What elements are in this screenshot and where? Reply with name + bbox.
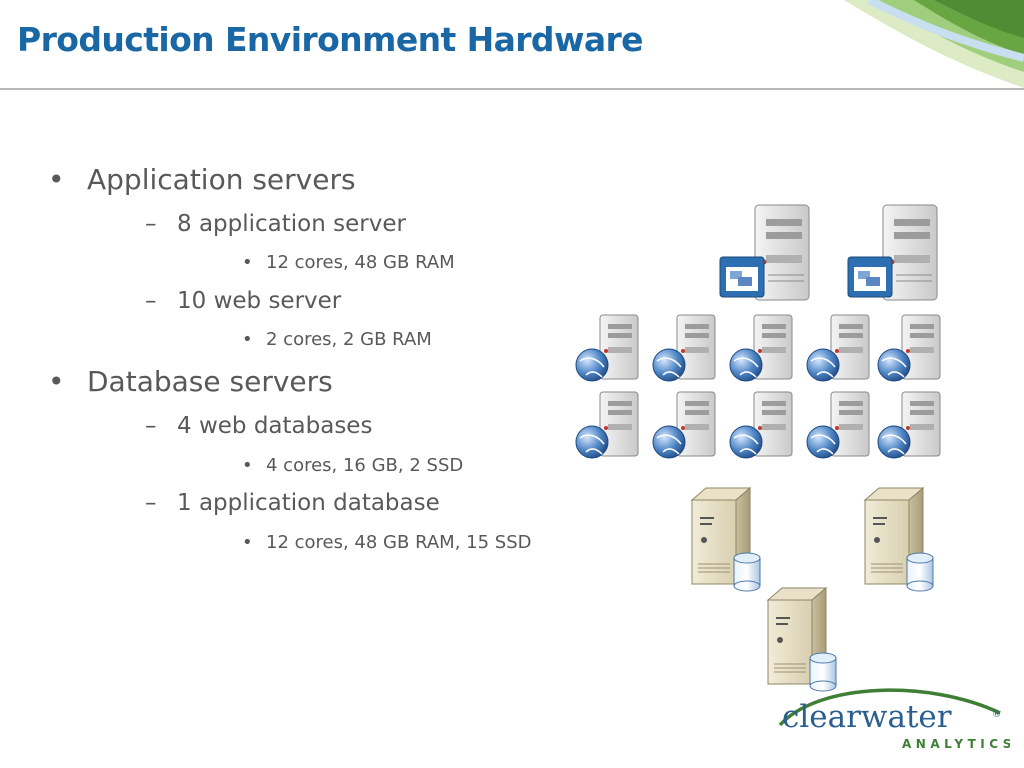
database-server-icon xyxy=(690,486,761,592)
web-server-icon xyxy=(729,314,793,382)
web-server-icon xyxy=(652,314,716,382)
slide-title: Production Environment Hardware xyxy=(17,20,644,59)
web-server-icon xyxy=(729,391,793,459)
outline-item-1-application-database: 1 application database xyxy=(177,490,440,516)
outline-item-10-web-server: 10 web server xyxy=(177,288,342,314)
level1-bullet: • xyxy=(48,365,65,398)
svg-text:®: ® xyxy=(992,710,1001,720)
database-server-icon xyxy=(863,486,934,592)
level3-bullet: • xyxy=(242,252,253,273)
outline-item-app-server-spec: 12 cores, 48 GB RAM xyxy=(266,252,455,273)
level3-bullet: • xyxy=(242,455,253,476)
web-server-icon xyxy=(652,391,716,459)
outline-item-8-application-server: 8 application server xyxy=(177,211,406,237)
outline-item-web-db-spec: 4 cores, 16 GB, 2 SSD xyxy=(266,455,464,476)
application-server-icon xyxy=(719,204,810,301)
level3-bullet: • xyxy=(242,329,253,350)
title-divider xyxy=(0,88,1024,90)
svg-text:clearwater: clearwater xyxy=(782,699,952,735)
level1-bullet: • xyxy=(48,163,65,196)
outline-item-app-db-spec: 12 cores, 48 GB RAM, 15 SSD xyxy=(266,532,532,553)
database-server-icon xyxy=(766,586,837,692)
level2-dash: – xyxy=(145,211,157,237)
server-illustration xyxy=(575,204,941,692)
web-server-icon xyxy=(806,314,870,382)
level2-dash: – xyxy=(145,288,157,314)
web-server-icon xyxy=(575,391,639,459)
svg-text:ANALYTICS: ANALYTICS xyxy=(902,737,1010,751)
outline-item-database-servers: Database servers xyxy=(87,365,333,398)
level2-dash: – xyxy=(145,413,157,439)
level2-dash: – xyxy=(145,490,157,516)
level3-bullet: • xyxy=(242,532,253,553)
clearwater-analytics-logo: clearwater ® ANALYTICS xyxy=(778,688,1010,751)
outline-item-application-servers: Application servers xyxy=(87,163,356,196)
corner-swoosh-decoration xyxy=(844,0,1024,88)
web-server-icon xyxy=(806,391,870,459)
web-server-icon xyxy=(877,391,941,459)
application-server-icon xyxy=(847,204,938,301)
web-server-icon xyxy=(575,314,639,382)
outline-item-web-server-spec: 2 cores, 2 GB RAM xyxy=(266,329,432,350)
web-server-icon xyxy=(877,314,941,382)
outline-item-4-web-databases: 4 web databases xyxy=(177,413,373,439)
